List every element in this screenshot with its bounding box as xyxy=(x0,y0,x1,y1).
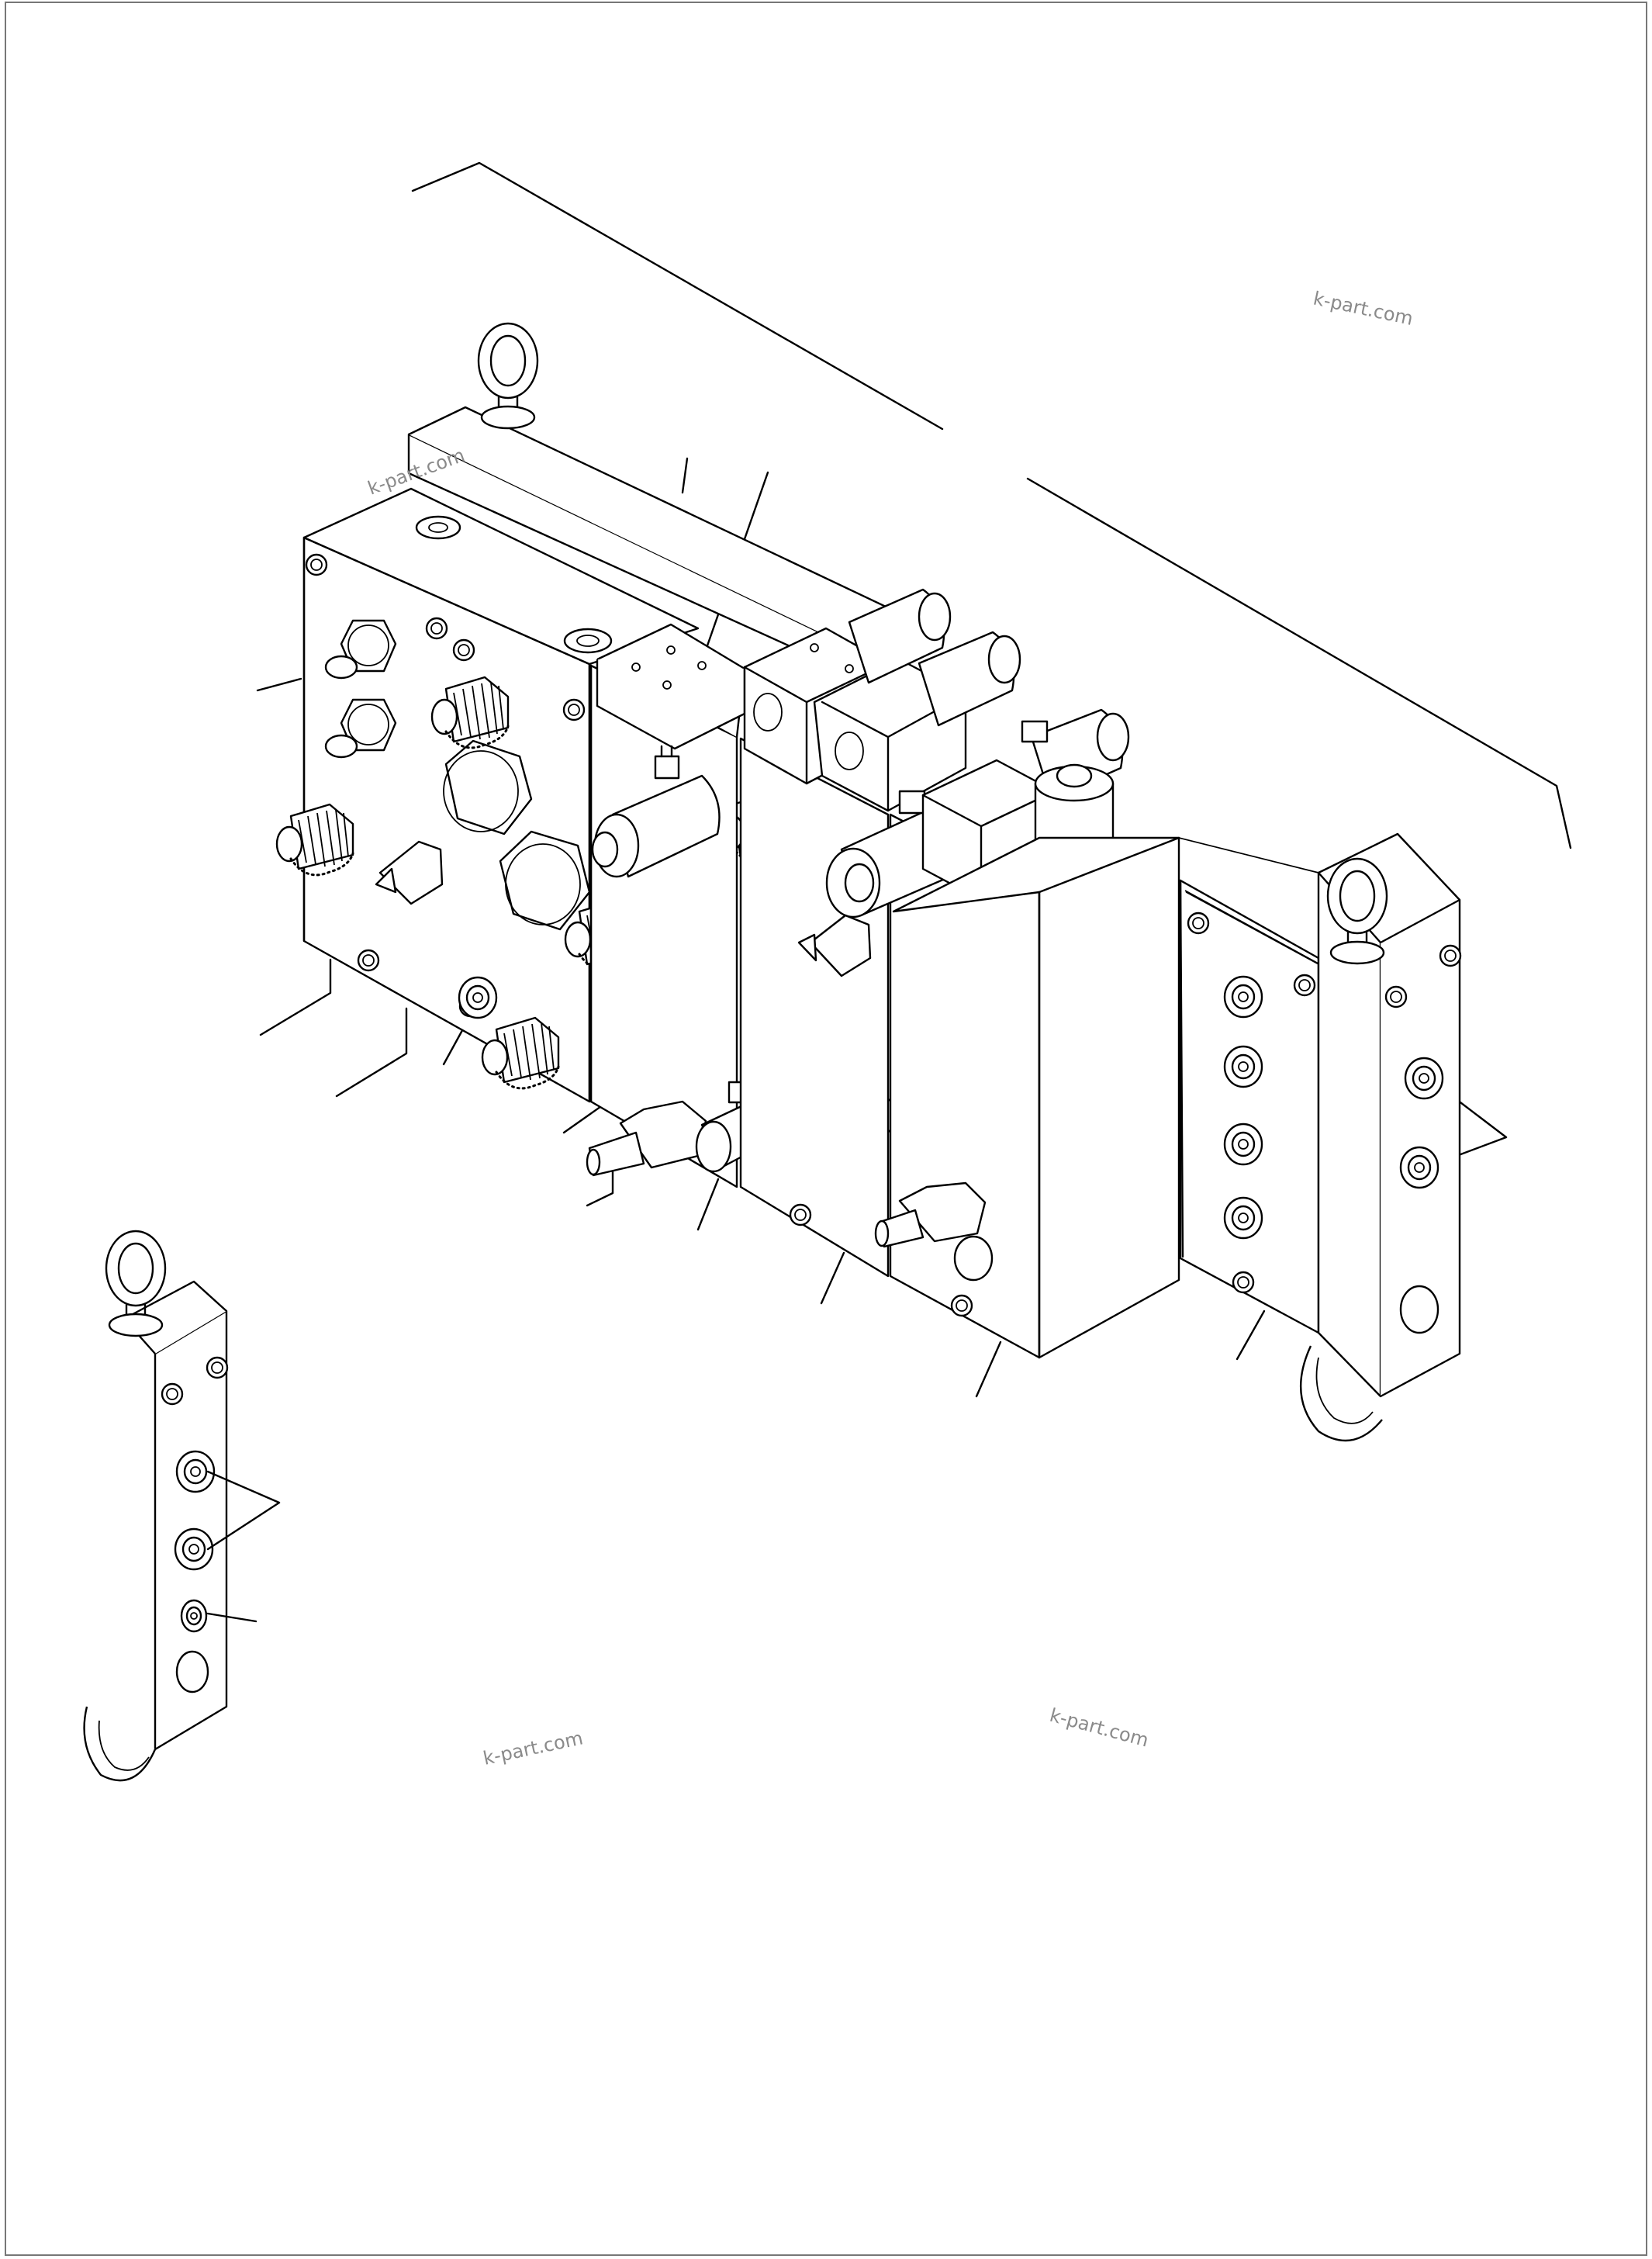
drawing-frame xyxy=(5,2,1647,2256)
detached-end-plate xyxy=(123,1280,228,1751)
eye-bolt-top xyxy=(477,322,539,430)
eye-bolt-right-lower xyxy=(1299,1345,1383,1442)
side-cover-plate xyxy=(1179,879,1331,1336)
valve-section-2 xyxy=(589,623,746,1188)
watermark-1: k-part.com xyxy=(1312,287,1415,330)
eye-bolt-right xyxy=(1326,857,1388,965)
plate-port-1 xyxy=(1223,975,1263,1019)
solenoid-top-1 xyxy=(848,588,952,684)
plate-port-3 xyxy=(1223,1123,1263,1166)
plate-port-4 xyxy=(1223,1196,1263,1240)
large-hex-plug-2 xyxy=(499,830,591,931)
eye-bolt-detached xyxy=(105,1230,167,1337)
end-valve-section xyxy=(892,836,1180,1359)
end-plate-port-2 xyxy=(1399,1146,1439,1189)
cartridge-valve-2 xyxy=(874,1181,987,1248)
sensor-connector-2 xyxy=(797,914,872,977)
detached-port-3 xyxy=(180,1599,208,1633)
watermark-3: k-part.com xyxy=(481,1727,585,1769)
cartridge-valve-1 xyxy=(586,1100,707,1177)
large-hex-plug-1 xyxy=(443,739,533,835)
solenoid-valve-1 xyxy=(591,745,721,878)
watermark-4: k-part.com xyxy=(1047,1704,1150,1752)
washer-1 xyxy=(458,976,498,1019)
plate-port-2 xyxy=(1223,1045,1263,1088)
solenoid-top-2 xyxy=(918,631,1021,727)
eye-bolt-detached-lower xyxy=(83,1706,157,1782)
sensor-connector xyxy=(375,840,444,905)
end-plate-port-1 xyxy=(1404,1057,1444,1100)
